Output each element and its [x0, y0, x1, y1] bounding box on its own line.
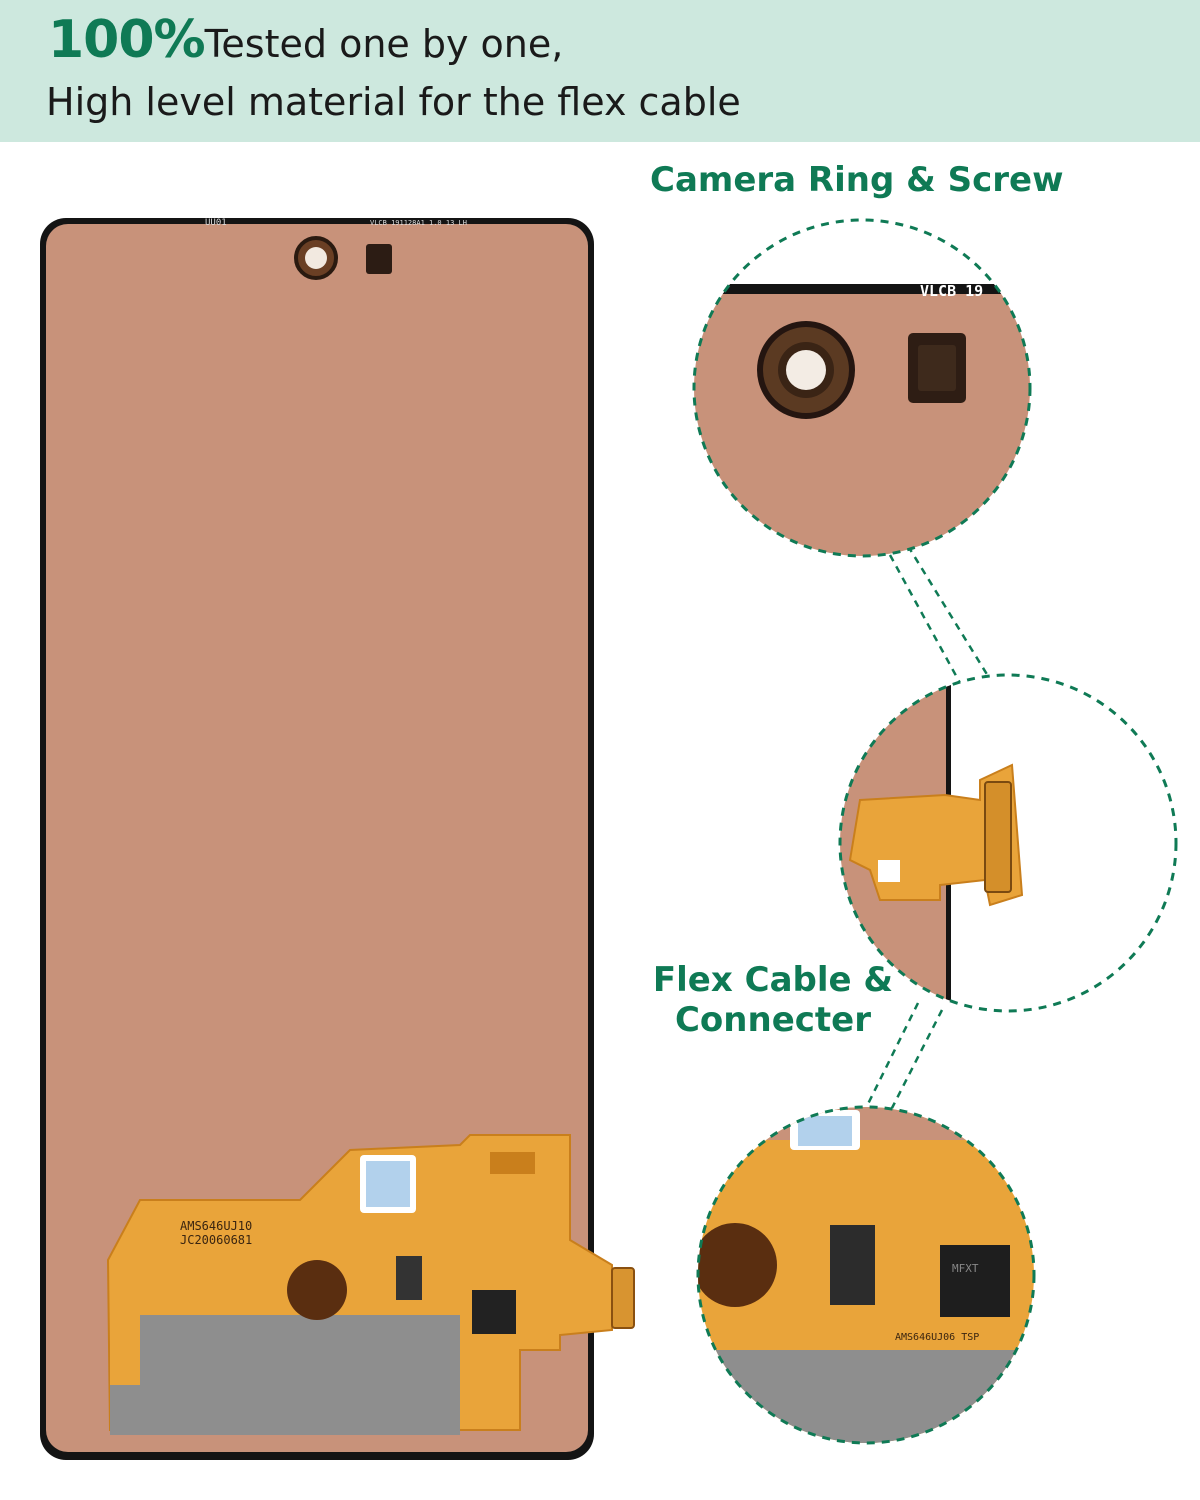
connector-block-icon [396, 1256, 422, 1300]
camera-lens-icon [305, 247, 327, 269]
flex-board: AMS646UJ10 JC20060681 [106, 1134, 635, 1435]
camera-zoom-circle: VLCB 19 [692, 218, 1032, 558]
zoom-connector-icon [984, 781, 1012, 893]
display-panel: UU01 VLCB 191128A1 1.0 13 LH AMS646UJ10 … [40, 218, 635, 1460]
percent-highlight: 100% [48, 10, 206, 70]
top-connector-icon [490, 1152, 535, 1174]
flex-zoom-circle [838, 673, 1178, 1013]
top-code-left: UU01 [205, 218, 227, 228]
banner-headline-text: Tested one by one, [204, 22, 564, 66]
top-code-right: VLCB 191128A1 1.0 13 LH [370, 219, 467, 227]
chip-text: MFXT [952, 1262, 979, 1275]
sensor-square-icon [366, 244, 392, 274]
flex-cable-label-line1: Flex Cable & [652, 960, 894, 1000]
board-code-2: JC20060681 [180, 1233, 252, 1247]
flex-cable-label-line2: Connecter [674, 1000, 871, 1040]
banner-subline: High level material for the flex cable [46, 80, 741, 124]
chip-icon [472, 1290, 516, 1334]
banner-headline: 100%Tested one by one, [48, 10, 563, 80]
shield-plate [110, 1315, 460, 1435]
flex-cable-label: Flex Cable & Connecter [628, 960, 918, 1040]
camera-ring-label: Camera Ring & Screw [650, 160, 1064, 200]
zoom-code: VLCB 19 [920, 282, 983, 300]
round-pad-icon [287, 1260, 347, 1320]
tsp-text: AMS646UJ06 TSP [895, 1332, 979, 1343]
zoom-lens-icon [786, 350, 826, 390]
zoom-chip-icon [940, 1245, 1010, 1317]
board-zoom-circle: MFXT AMS646UJ06 TSP [696, 1105, 1036, 1445]
header-banner: 100%Tested one by one, High level materi… [0, 0, 1200, 142]
side-connector-icon [611, 1267, 635, 1329]
dashed-connectors [863, 545, 990, 1111]
board-code-1: AMS646UJ10 [180, 1219, 252, 1233]
